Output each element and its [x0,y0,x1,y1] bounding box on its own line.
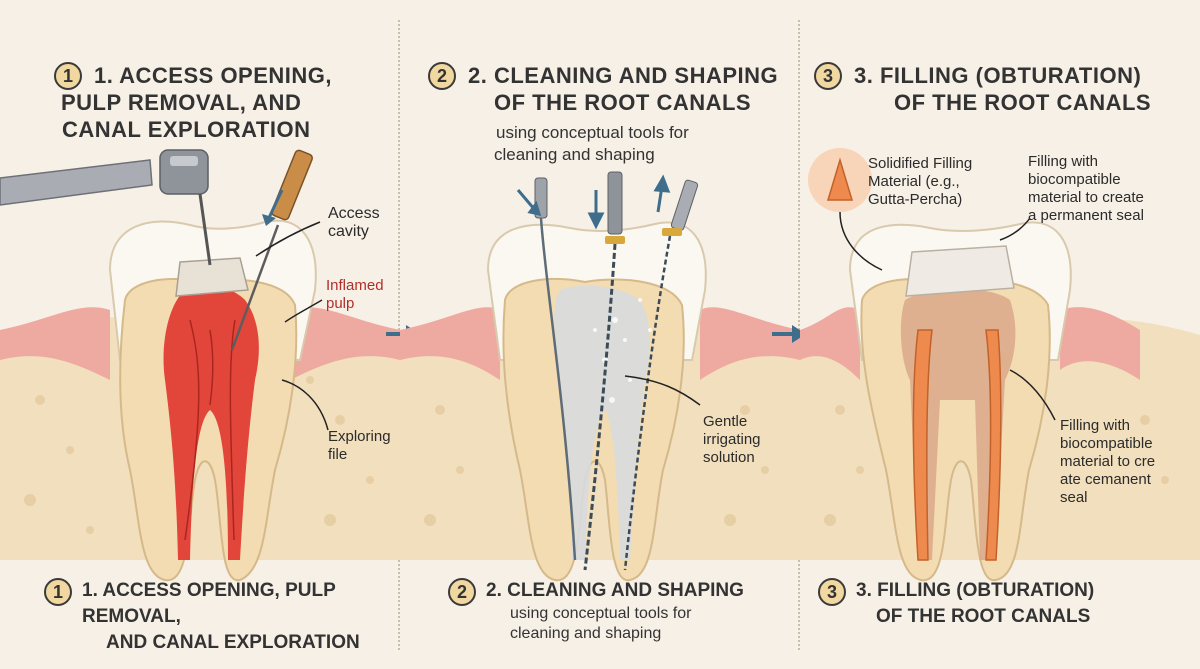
step-3-title-line-2: OF THE ROOT CANALS [894,90,1152,115]
process-arrow-icon [772,325,806,343]
step-2-title: 2 2. CLEANING AND SHAPING OF THE ROOT CA… [428,62,778,166]
step-3-illustration [800,148,1200,582]
step-2-panel: 2 2. CLEANING AND SHAPING OF THE ROOT CA… [400,0,800,669]
step-2-bottom-badge: 2 [448,578,476,606]
gum [0,307,110,380]
filled-canal-left [912,329,933,561]
step-2-subtitle-line-2: cleaning and shaping [494,145,655,164]
step-2-bottom-caption: 2 2. CLEANING AND SHAPING using conceptu… [448,578,744,644]
handpiece-drill-icon [0,149,212,266]
label-inflamed-pulp: Inflamed pulp [326,277,384,312]
step-3-bottom-caption: 3 3. FILLING (OBTURATION) OF THE ROOT CA… [818,578,1094,630]
step-2-subtitle-line-1: using conceptual tools for [496,123,689,142]
step-1-title-line-2: PULP REMOVAL, AND [61,90,302,115]
label-irrigating-solution: Gentle irrigating solution [703,413,761,466]
crown-restoration [905,245,1015,297]
label-exploring-file: Exploring file [328,428,391,463]
inflamed-pulp [163,284,259,560]
step-3-badge: 3 [814,62,842,90]
endodontic-file-icon [230,149,313,351]
label-access-cavity: Access cavity [328,205,380,240]
step-3-panel: 3 3. FILLING (OBTURATION) OF THE ROOT CA… [800,0,1200,669]
step-3-bottom-badge: 3 [818,578,846,606]
step-1-panel: 1 1. ACCESS OPENING, PULP REMOVAL, AND C… [0,0,400,669]
step-3-title: 3 3. FILLING (OBTURATION) OF THE ROOT CA… [814,62,1151,116]
step-1-title-line-3: CANAL EXPLORATION [62,117,311,142]
access-cavity [175,257,249,297]
label-permanent-seal-side: Filling with biocompatible material to c… [1060,417,1156,506]
filled-canal-right [985,329,1002,561]
step-1-title-line-1: 1. ACCESS OPENING, [94,63,333,88]
step-1-bottom-caption: 1 1. ACCESS OPENING, PULP REMOVAL, AND C… [44,578,400,656]
label-solidified-material: Solidified Filling Material (e.g., Gutta… [868,155,973,208]
step-2-title-line-1: 2. CLEANING AND SHAPING [468,63,779,88]
endodontic-file-icon [534,171,699,571]
step-2-illustration [400,171,800,582]
gutta-percha-cone-icon [808,148,872,212]
step-1-bottom-badge: 1 [44,578,72,606]
step-1-illustration [0,149,400,582]
step-1-badge: 1 [54,62,82,90]
label-permanent-seal-top: Filling with biocompatible material to c… [1028,153,1144,224]
step-3-title-line-1: 3. FILLING (OBTURATION) [854,63,1142,88]
step-2-badge: 2 [428,62,456,90]
step-2-title-line-2: OF THE ROOT CANALS [494,90,752,115]
step-1-title: 1 1. ACCESS OPENING, PULP REMOVAL, AND C… [54,62,332,143]
